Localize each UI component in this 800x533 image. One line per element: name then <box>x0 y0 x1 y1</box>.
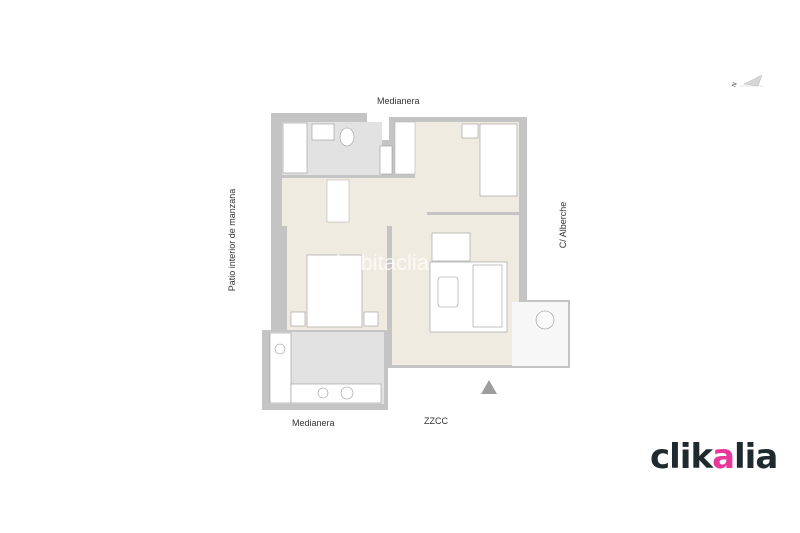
balcony <box>512 302 568 366</box>
washer <box>379 145 393 175</box>
bed-2 <box>479 123 518 197</box>
dining-table <box>431 232 471 262</box>
clikalia-logo: clikalia <box>650 437 778 477</box>
label-bottom-left: Medianera <box>292 418 335 428</box>
label-right: C/ Alberche <box>558 201 568 249</box>
closet-2 <box>326 179 350 223</box>
furniture <box>269 122 555 404</box>
oven-sink <box>340 386 354 400</box>
closet-1 <box>394 121 416 175</box>
label-top: Medianera <box>377 96 420 106</box>
sink <box>311 123 335 141</box>
toilet <box>339 127 355 147</box>
label-left: Patio interior de manzana <box>227 188 237 292</box>
north-arrow-icon <box>740 74 763 87</box>
nightstand-r <box>363 311 379 327</box>
watermark: habitaclia <box>336 250 429 275</box>
sofa <box>472 264 503 328</box>
label-bottom: ZZCC <box>424 416 448 426</box>
double-bed <box>306 254 363 328</box>
logo-text-end: lia <box>734 437 778 477</box>
logo-accent: a <box>712 437 735 477</box>
kitchen-counter-bottom <box>290 383 382 404</box>
logo-text: clik <box>650 437 713 477</box>
coffee-table <box>437 276 459 308</box>
entrance-arrow-icon <box>481 380 497 394</box>
plant <box>535 310 555 330</box>
shower <box>282 122 308 174</box>
nightstand <box>461 123 479 139</box>
nightstand-l <box>290 311 306 327</box>
sink-kitchen <box>274 343 286 355</box>
hob <box>317 387 329 399</box>
kitchen-counter-left <box>269 332 292 404</box>
